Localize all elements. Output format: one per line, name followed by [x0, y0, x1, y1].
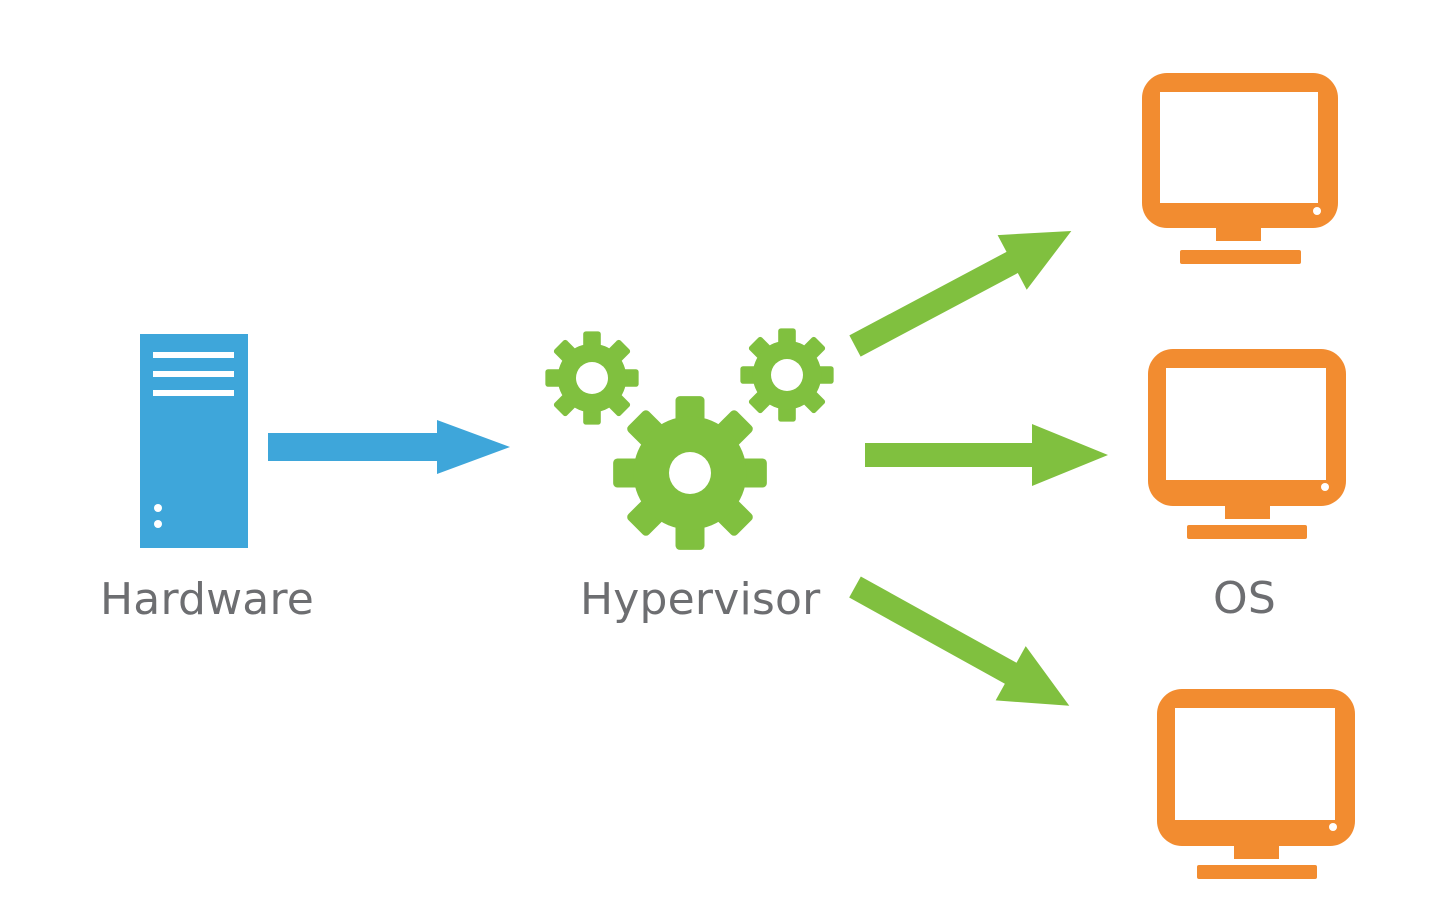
- server-icon: [140, 334, 248, 548]
- gears-icon: [545, 328, 834, 550]
- hardware-to-hypervisor-arrow: [268, 420, 510, 474]
- monitor-icon: [1157, 689, 1355, 879]
- hypervisor-label: Hypervisor: [580, 574, 821, 625]
- upper-os-arrow: [849, 230, 1072, 357]
- middle-os-arrow: [865, 424, 1108, 486]
- os-label: OS: [1213, 573, 1276, 624]
- monitor-icon: [1142, 73, 1338, 264]
- lower-os-arrow: [849, 576, 1070, 706]
- monitor-icon: [1148, 349, 1346, 539]
- hardware-label: Hardware: [100, 574, 315, 625]
